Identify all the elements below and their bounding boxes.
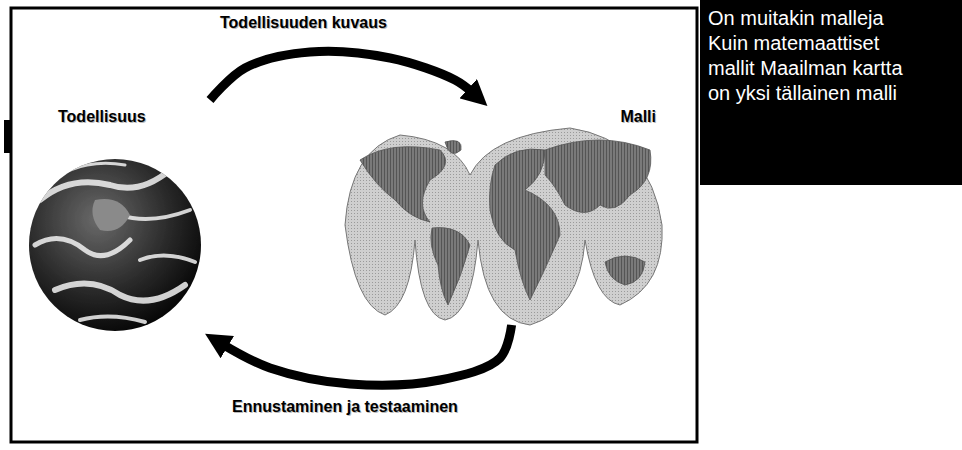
- world-map: [345, 128, 662, 325]
- earth-picture: [29, 159, 201, 331]
- cloud: [35, 239, 130, 256]
- reality-node: Todellisuus: [30, 100, 210, 335]
- cloud: [40, 170, 170, 200]
- edge-label: Ennustaminen ja testaaminen: [229, 398, 461, 416]
- edge-label: Todellisuuden kuvaus: [217, 14, 390, 32]
- model-node: Malli: [340, 100, 670, 325]
- map-lobes: [345, 128, 662, 325]
- cloud: [70, 163, 125, 170]
- cycle-arrow: [210, 51, 474, 100]
- earth-globe: [29, 159, 201, 331]
- cloud: [140, 255, 195, 262]
- frame-mark: [4, 120, 11, 153]
- cloud: [120, 210, 190, 219]
- note-box: On muitakin malleja Kuin matemaattiset m…: [700, 0, 962, 185]
- land: [92, 199, 130, 231]
- cycle-arrow: [221, 325, 512, 385]
- cloud: [55, 284, 185, 301]
- continent: [360, 147, 446, 222]
- note-text: On muitakin malleja Kuin matemaattiset m…: [708, 6, 906, 106]
- continent: [605, 256, 645, 285]
- continent: [445, 141, 461, 154]
- frame: [11, 8, 697, 442]
- continent: [431, 228, 470, 305]
- node-heading: Malli: [344, 108, 656, 126]
- cloud: [80, 316, 145, 322]
- node-heading: Todellisuus: [58, 108, 206, 126]
- continent: [545, 140, 651, 213]
